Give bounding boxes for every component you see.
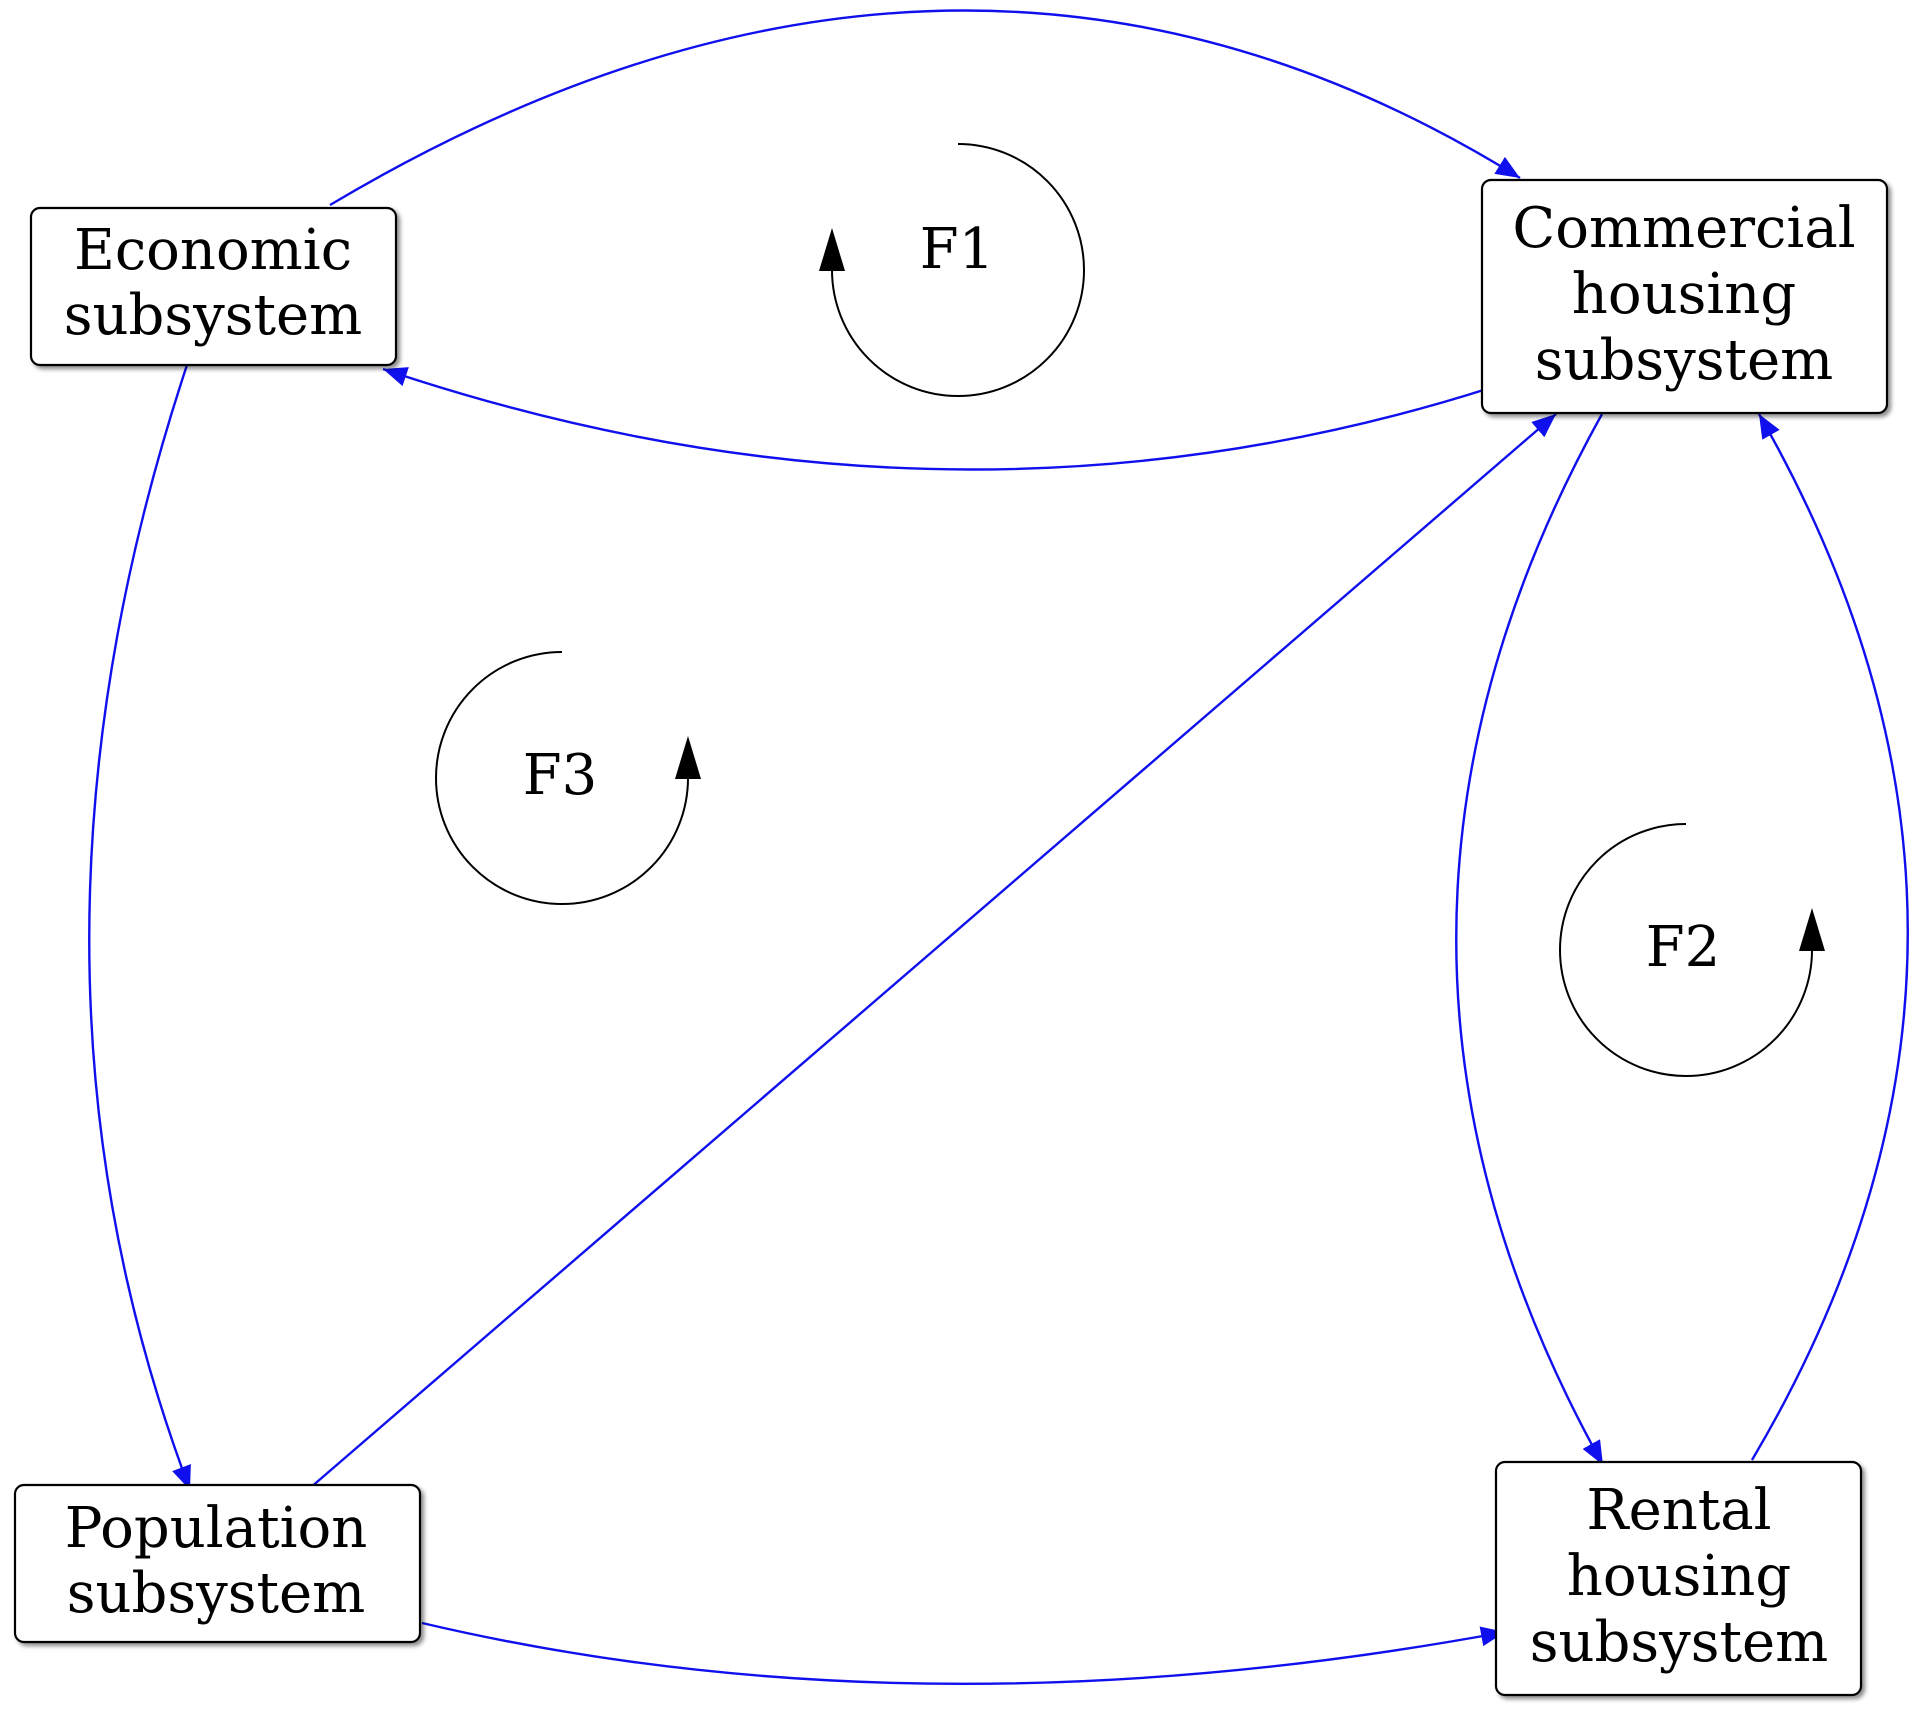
node-rental-line-2: housing [1567,1544,1791,1609]
loop-f1-arc [831,143,1085,397]
loop-f2-arc [1559,823,1813,1077]
node-economic-line-2: subsystem [64,283,363,348]
edge-commercial-to-rental [1455,413,1605,1466]
node-rental-line-3: subsystem [1530,1610,1829,1675]
node-population-line-2: subsystem [67,1561,366,1626]
node-commercial-line-2: housing [1572,262,1796,327]
node-economic-line-1: Economic [74,218,352,283]
loop-f1: F1 [819,143,1085,397]
node-commercial-line-1: Commercial [1512,196,1855,261]
edge-commercial-to-economic [382,367,1491,471]
node-commercial-housing-subsystem: Commercial housing subsystem [1480,178,1889,415]
loop-f2-arrowhead [1799,908,1825,951]
node-rental-housing-subsystem: Rental housing subsystem [1494,1460,1863,1697]
edge-economic-to-population [88,364,192,1491]
node-commercial-line-3: subsystem [1535,328,1834,393]
edge-economic-to-commercial [329,9,1521,207]
loop-f3: F3 [435,651,701,905]
loop-f3-arrowhead [675,736,701,779]
node-rental-line-1: Rental [1586,1478,1771,1543]
loop-f3-arc [435,651,689,905]
loop-f1-label: F1 [920,217,994,282]
loop-f1-arrowhead [819,228,845,271]
loop-f3-label: F3 [523,743,597,808]
edge-population-to-commercial [309,413,1557,1489]
edge-population-to-rental [421,1621,1506,1686]
loop-f2: F2 [1559,823,1825,1077]
edge-rental-to-commercial [1750,413,1909,1461]
node-population-line-1: Population [65,1496,368,1561]
node-economic-subsystem: Economic subsystem [29,206,398,367]
node-population-subsystem: Population subsystem [13,1483,422,1644]
loop-f2-label: F2 [1646,915,1720,980]
